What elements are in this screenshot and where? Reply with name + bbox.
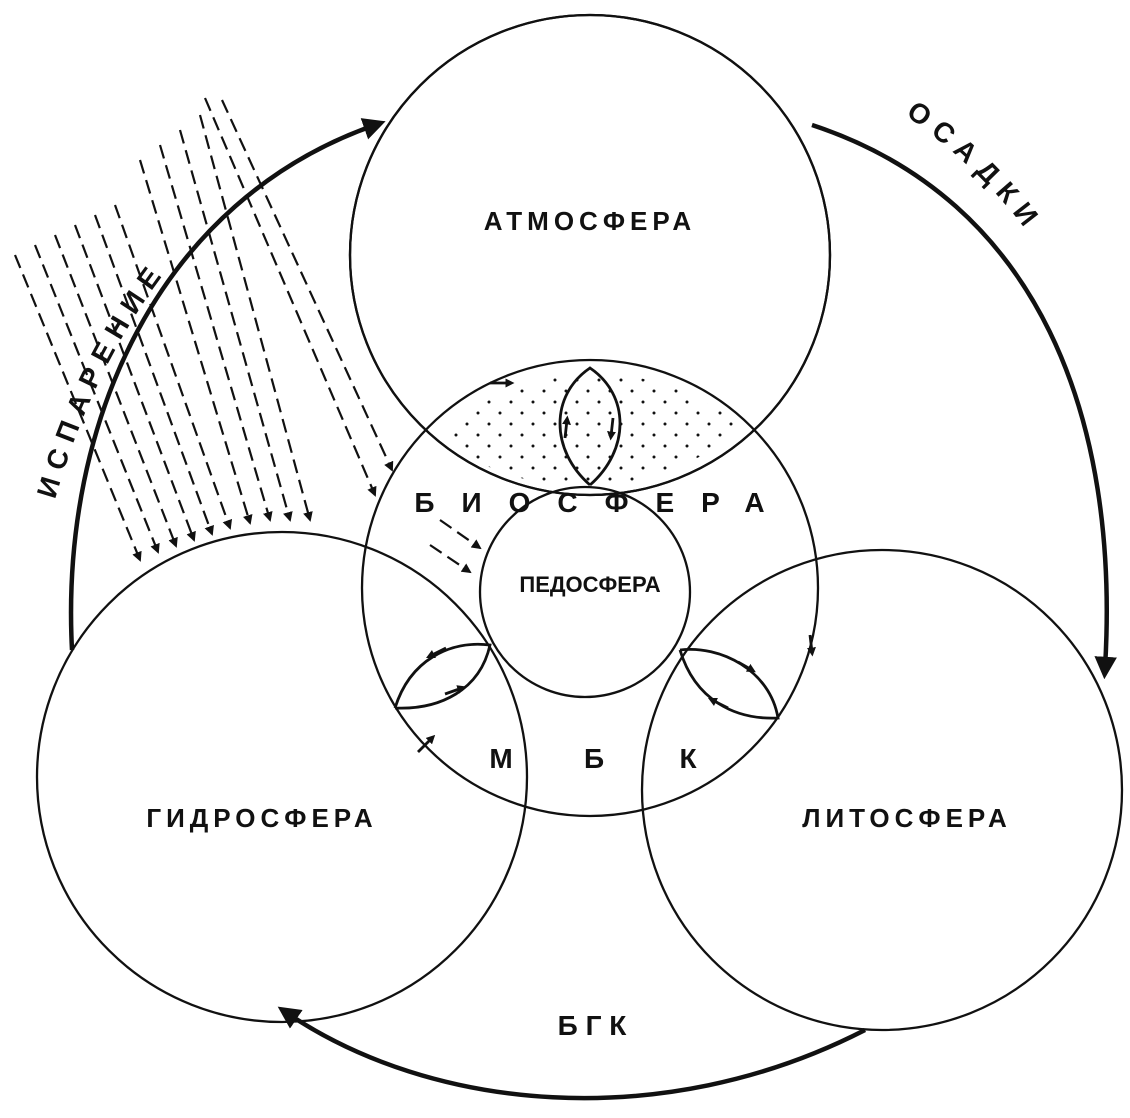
atmosphere-biosphere-overlap (438, 373, 742, 487)
hydrosphere-circle (35, 530, 529, 1024)
small-cycle-m-label: М (489, 743, 512, 774)
lithosphere-circle (640, 548, 1124, 1032)
evaporation-flow-arrow (68, 118, 386, 651)
small-cycle-k-label: К (679, 743, 697, 774)
biosphere-label: БИОСФЕРА (414, 487, 791, 518)
small-cycle-b-label: Б (584, 743, 604, 774)
evaporation-label: ИСПАРЕНИЕ (31, 254, 172, 501)
small-cycle-loops (393, 366, 816, 753)
hydrosphere-bio-loop (393, 642, 492, 710)
solar-radiation-arrows (13, 97, 482, 574)
big-cycle-bottom-arrow (277, 1006, 867, 1101)
atmosphere-bio-loop (558, 366, 622, 487)
atmosphere-outline (348, 13, 832, 497)
labels: АТМОСФЕРА БИОСФЕРА ПЕДОСФЕРА ГИДРОСФЕРА … (31, 95, 1050, 1041)
lithosphere-bio-loop (678, 647, 780, 720)
spheres (35, 13, 1124, 1032)
pedosphere-label: ПЕДОСФЕРА (519, 572, 660, 597)
big-cycle-label: Б Г К (558, 1010, 628, 1041)
atmosphere-label: АТМОСФЕРА (484, 206, 696, 236)
pedosphere-circle (478, 485, 692, 699)
precipitation-flow-arrow (811, 122, 1117, 680)
precipitation-label: ОСАДКИ (902, 95, 1050, 239)
biosphere-circle (360, 358, 820, 818)
lithosphere-label: ЛИТОСФЕРА (802, 803, 1012, 833)
hydrosphere-label: ГИДРОСФЕРА (146, 803, 377, 833)
big-cycle-arrows (68, 118, 1117, 1101)
